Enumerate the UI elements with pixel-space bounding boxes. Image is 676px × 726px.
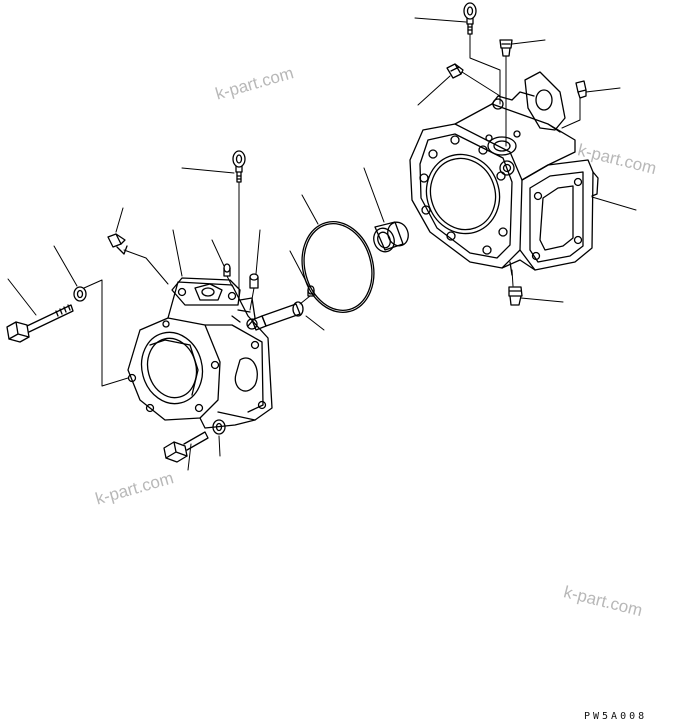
eyebolt-left	[232, 150, 246, 183]
plug-right-upper	[575, 80, 587, 99]
elbow-plug	[246, 301, 304, 331]
pin-small-upper	[223, 263, 231, 277]
plug-left-upper	[446, 63, 464, 79]
o-ring	[301, 221, 375, 313]
bolt-lower	[163, 431, 209, 463]
washer-left	[73, 286, 87, 302]
long-bolt	[6, 304, 74, 343]
plug-left	[107, 233, 128, 255]
eyebolt-upper	[463, 2, 477, 35]
leader-lines	[7, 17, 637, 471]
figure-code: PW5A008	[584, 711, 648, 722]
plug-bottom-right	[508, 286, 523, 306]
front-cover-assembly	[127, 277, 273, 429]
washer-lower	[212, 419, 226, 435]
dowel-pin	[249, 273, 259, 289]
pump-case-assembly	[409, 71, 599, 276]
bearing	[373, 221, 409, 253]
plug-upper-center	[499, 39, 513, 57]
